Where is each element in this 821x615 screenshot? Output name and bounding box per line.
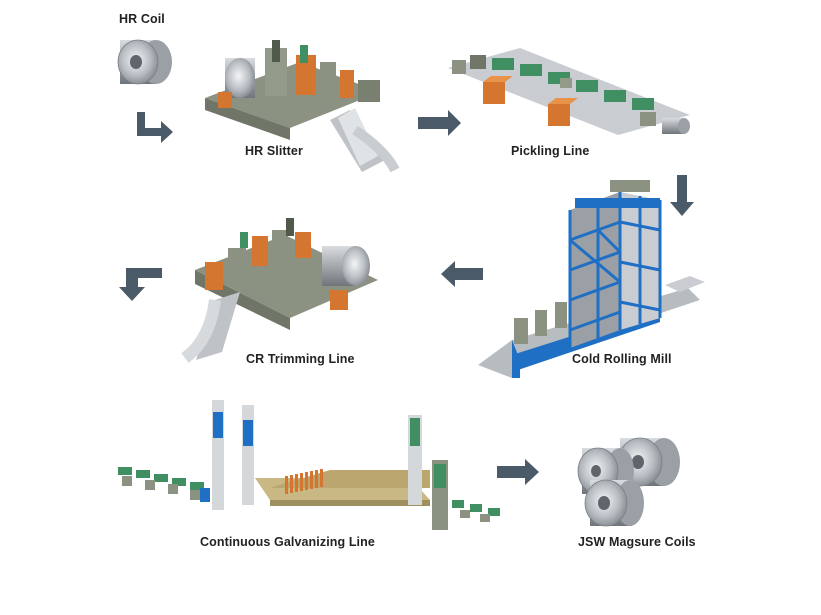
jsw-magsure-coils-label: JSW Magsure Coils	[578, 535, 696, 549]
pickling-line-label: Pickling Line	[511, 144, 590, 158]
arrow-galvanizing-to-coils	[497, 459, 539, 485]
cr-trimming-line-label: CR Trimming Line	[246, 352, 355, 366]
hr-slitter-label: HR Slitter	[245, 144, 303, 158]
arrow-trimming-to-galvanizing	[119, 268, 162, 301]
hr-coil-icon	[117, 39, 172, 85]
cold-rolling-mill-label: Cold Rolling Mill	[572, 352, 672, 366]
hr-slitter-machine	[205, 40, 400, 173]
cr-trimming-line-machine	[181, 218, 378, 363]
arrow-pickling-to-cold-rolling	[670, 175, 694, 216]
arrow-coil-to-slitter	[137, 112, 173, 143]
pickling-line-machine	[448, 48, 690, 135]
hr-coil-label: HR Coil	[119, 12, 165, 26]
arrow-cold-rolling-to-trimming	[441, 261, 483, 287]
jsw-magsure-coils-icon	[577, 437, 680, 527]
arrow-slitter-to-pickling	[418, 110, 461, 136]
continuous-galvanizing-line-machine	[118, 400, 500, 530]
continuous-galvanizing-line-label: Continuous Galvanizing Line	[200, 535, 375, 549]
cold-rolling-mill-machine	[478, 180, 705, 378]
